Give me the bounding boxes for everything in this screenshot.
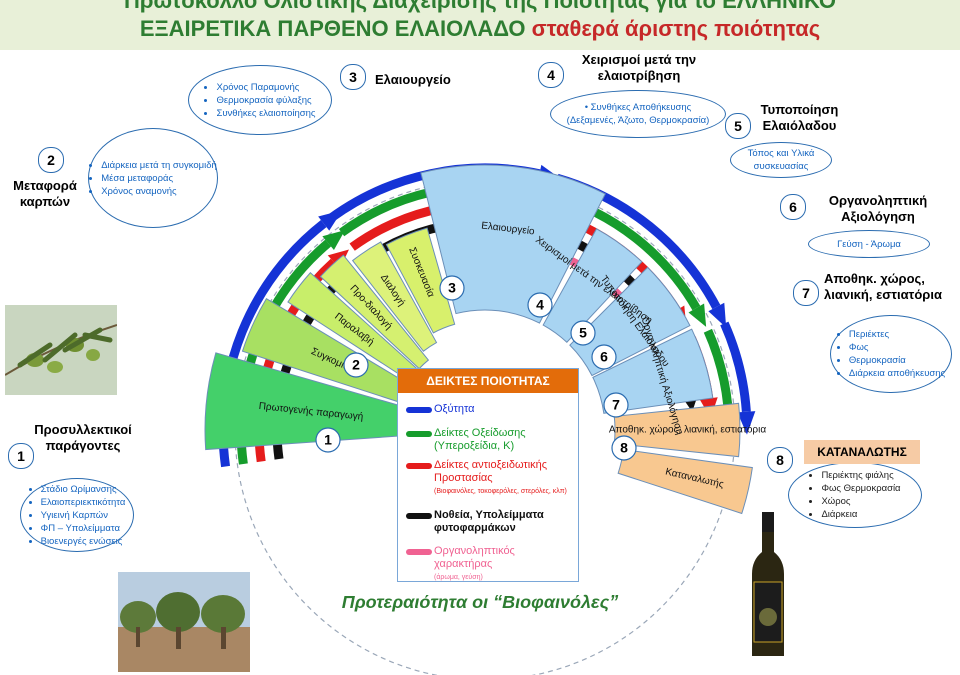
stage-factor-item: Διάρκεια μετά τη συγκομιδή [101, 159, 217, 172]
inner-stage-number: 1 [324, 432, 332, 448]
stage-factor-bubble: Περιέκτης φιάληςΦως ΘερμοκρασίαΧώροςΔιάρ… [788, 462, 922, 528]
stage-factor-item: Βιοενεργές ενώσεις [41, 535, 126, 548]
legend-item: Δείκτες αντιοξειδωτικής Προστασίας (Βιοφ… [434, 459, 567, 495]
stage-factor-item: • Συνθήκες Αποθήκευσης (Δεξαμενές, Άζωτο… [566, 102, 710, 126]
legend-item: Οργανοληπτικός χαρακτήρας (άρωμα, γεύση) [434, 545, 515, 581]
legend-item: Δείκτες Οξείδωσης (Υπεροξείδια, Κ) [434, 427, 526, 452]
stage-title: Οργανοληπτική Αξιολόγηση [828, 193, 928, 224]
wheel-sector [613, 402, 741, 458]
stage-factor-item: Χώρος [821, 495, 900, 508]
stage-number-badge: 3 [340, 64, 366, 90]
stage-number-badge: 6 [780, 194, 806, 220]
header-title-line2: ΕΞΑΙΡΕΤΙΚΑ ΠΑΡΘΕΝΟ ΕΛΑΙΟΛΑΔΟ σταθερά άρι… [0, 16, 960, 42]
inner-stage-number: 6 [600, 349, 608, 365]
header-banner: Πρωτόκολλο Ολιστικής Διαχείρισης της Ποι… [0, 0, 960, 50]
stage-number-badge: 7 [793, 280, 819, 306]
priority-text: Προτεραιότητα οι “Βιοφαινόλες” [341, 592, 619, 612]
legend-swatch [406, 431, 432, 437]
stage-factor-item: Θερμοκρασία φύλαξης [216, 94, 315, 107]
stage-factor-item: Ελαιοπεριεκτικότητα [41, 496, 126, 509]
stage-factor-item: Φως [849, 341, 945, 354]
inner-stage-number-circle [611, 435, 637, 461]
legend-title: ΔΕΙΚΤΕΣ ΠΟΙΟΤΗΤΑΣ [398, 369, 578, 393]
inner-stage-number-circle [603, 392, 629, 418]
olive-branch-photo [5, 305, 117, 395]
stage-title: Χειρισμοί μετά την ελαιοτρίβηση [581, 52, 697, 83]
wheel-sector [385, 227, 456, 334]
stage-number-badge: 4 [538, 62, 564, 88]
quality-arrow-head [708, 302, 727, 328]
inner-stage-number-circle [315, 427, 341, 453]
stage-title: Ελαιουργείο [375, 72, 451, 87]
legend-item: Οξύτητα [434, 403, 475, 415]
stage-factor-item: ΦΠ – Υπολείμματα [41, 522, 126, 535]
stage-factor-item: Στάδιο Ωρίμανσης [41, 483, 126, 496]
stage-title: Μεταφορά καρπών [13, 178, 77, 209]
legend-swatch [406, 463, 432, 469]
stage-number-badge: 2 [38, 147, 64, 173]
wheel-sector [319, 254, 430, 370]
inner-stage-number-circle [570, 320, 596, 346]
wheel-sector-label: Αποθηκ. χώρος, λιανική, εστιατόρια [609, 424, 766, 436]
stage-number-badge: 5 [725, 113, 751, 139]
stage-factor-bubble: • Συνθήκες Αποθήκευσης (Δεξαμενές, Άζωτο… [550, 90, 726, 138]
inner-stage-number: 8 [620, 440, 628, 456]
inner-stage-number: 4 [536, 297, 544, 313]
header-title-red: σταθερά άριστης ποιότητας [525, 16, 821, 41]
quality-arc-0 [720, 321, 751, 413]
wheel-sector [592, 328, 714, 414]
legend-swatch [406, 407, 432, 413]
inner-stage-number: 7 [612, 397, 620, 413]
quality-arrow-head [688, 303, 707, 327]
wheel-sector [351, 241, 438, 352]
stage-number-badge: 8 [767, 447, 793, 473]
inner-stage-number-circle [343, 352, 369, 378]
stage-factor-item: Χρόνος Παραμονής [216, 81, 315, 94]
header-title-green: ΕΞΑΙΡΕΤΙΚΑ ΠΑΡΘΕΝΟ ΕΛΑΙΟΛΑΔΟ [139, 16, 526, 41]
stage-factor-item: Συνθήκες ελαιοποίησης [216, 107, 315, 120]
inner-stage-number: 3 [448, 280, 456, 296]
wheel-sector [542, 228, 643, 343]
legend-swatch [406, 549, 432, 555]
legend-item: Νοθεία, Υπολείμματα φυτοφαρμάκων [434, 509, 544, 534]
stage-factor-bubble: Τόπος και Υλικά συσκευασίας [730, 142, 832, 178]
stage-factor-item: Διάρκεια [821, 508, 900, 521]
quality-arc-1 [703, 328, 733, 406]
wheel-sector [420, 164, 606, 324]
inner-stage-number-circle [439, 275, 465, 301]
consumer-label: ΚΑΤΑΝΑΛΩΤΗΣ [804, 440, 920, 464]
stage-number-badge: 1 [8, 443, 34, 469]
olive-grove-photo [118, 572, 250, 672]
stage-factor-bubble: ΠεριέκτεςΦωςΘερμοκρασίαΔιάρκεια αποθήκευ… [830, 315, 952, 393]
stage-factor-item: Τόπος και Υλικά συσκευασίας [747, 148, 815, 172]
stage-factor-item: Χρόνος αναμονής [101, 185, 217, 198]
stage-factor-item: Γεύση - Άρωμα [837, 238, 901, 250]
stage-factor-bubble: Στάδιο ΩρίμανσηςΕλαιοπεριεκτικότηταΥγιει… [20, 478, 134, 552]
inner-stage-number: 5 [579, 325, 587, 341]
stage-factor-item: Θερμοκρασία [849, 354, 945, 367]
legend-swatch [406, 513, 432, 519]
stage-title: Τυποποίηση Ελαιόλαδου [760, 102, 839, 133]
stage-factor-item: Υγιεινή Καρπών [41, 509, 126, 522]
stage-title: Προσυλλεκτικοί παράγοντες [34, 422, 132, 453]
stage-title: Αποθηκ. χώρος, λιανική, εστιατόρια [824, 271, 942, 302]
stage-factor-item: Φως Θερμοκρασία [821, 482, 900, 495]
quality-arrow-head [322, 230, 346, 250]
stage-factor-item: Διάρκεια αποθήκευσης [849, 367, 945, 380]
header-title-line1: Πρωτόκολλο Ολιστικής Διαχείρισης της Ποι… [123, 0, 837, 13]
olive-oil-bottle [752, 512, 784, 656]
inner-stage-number-circle [591, 344, 617, 370]
inner-stage-number-circle [527, 292, 553, 318]
stage-factor-item: Μέσα μεταφοράς [101, 172, 217, 185]
inner-stage-number: 2 [352, 357, 360, 373]
stage-factor-bubble: Διάρκεια μετά τη συγκομιδήΜέσα μεταφοράς… [88, 128, 218, 228]
stage-factor-item: Περιέκτης φιάλης [821, 469, 900, 482]
stage-factor-bubble: Χρόνος ΠαραμονήςΘερμοκρασία φύλαξηςΣυνθή… [188, 65, 332, 135]
stage-factor-bubble: Γεύση - Άρωμα [808, 230, 930, 258]
stage-factor-item: Περιέκτες [849, 328, 945, 341]
quality-arrow-head [737, 411, 756, 435]
